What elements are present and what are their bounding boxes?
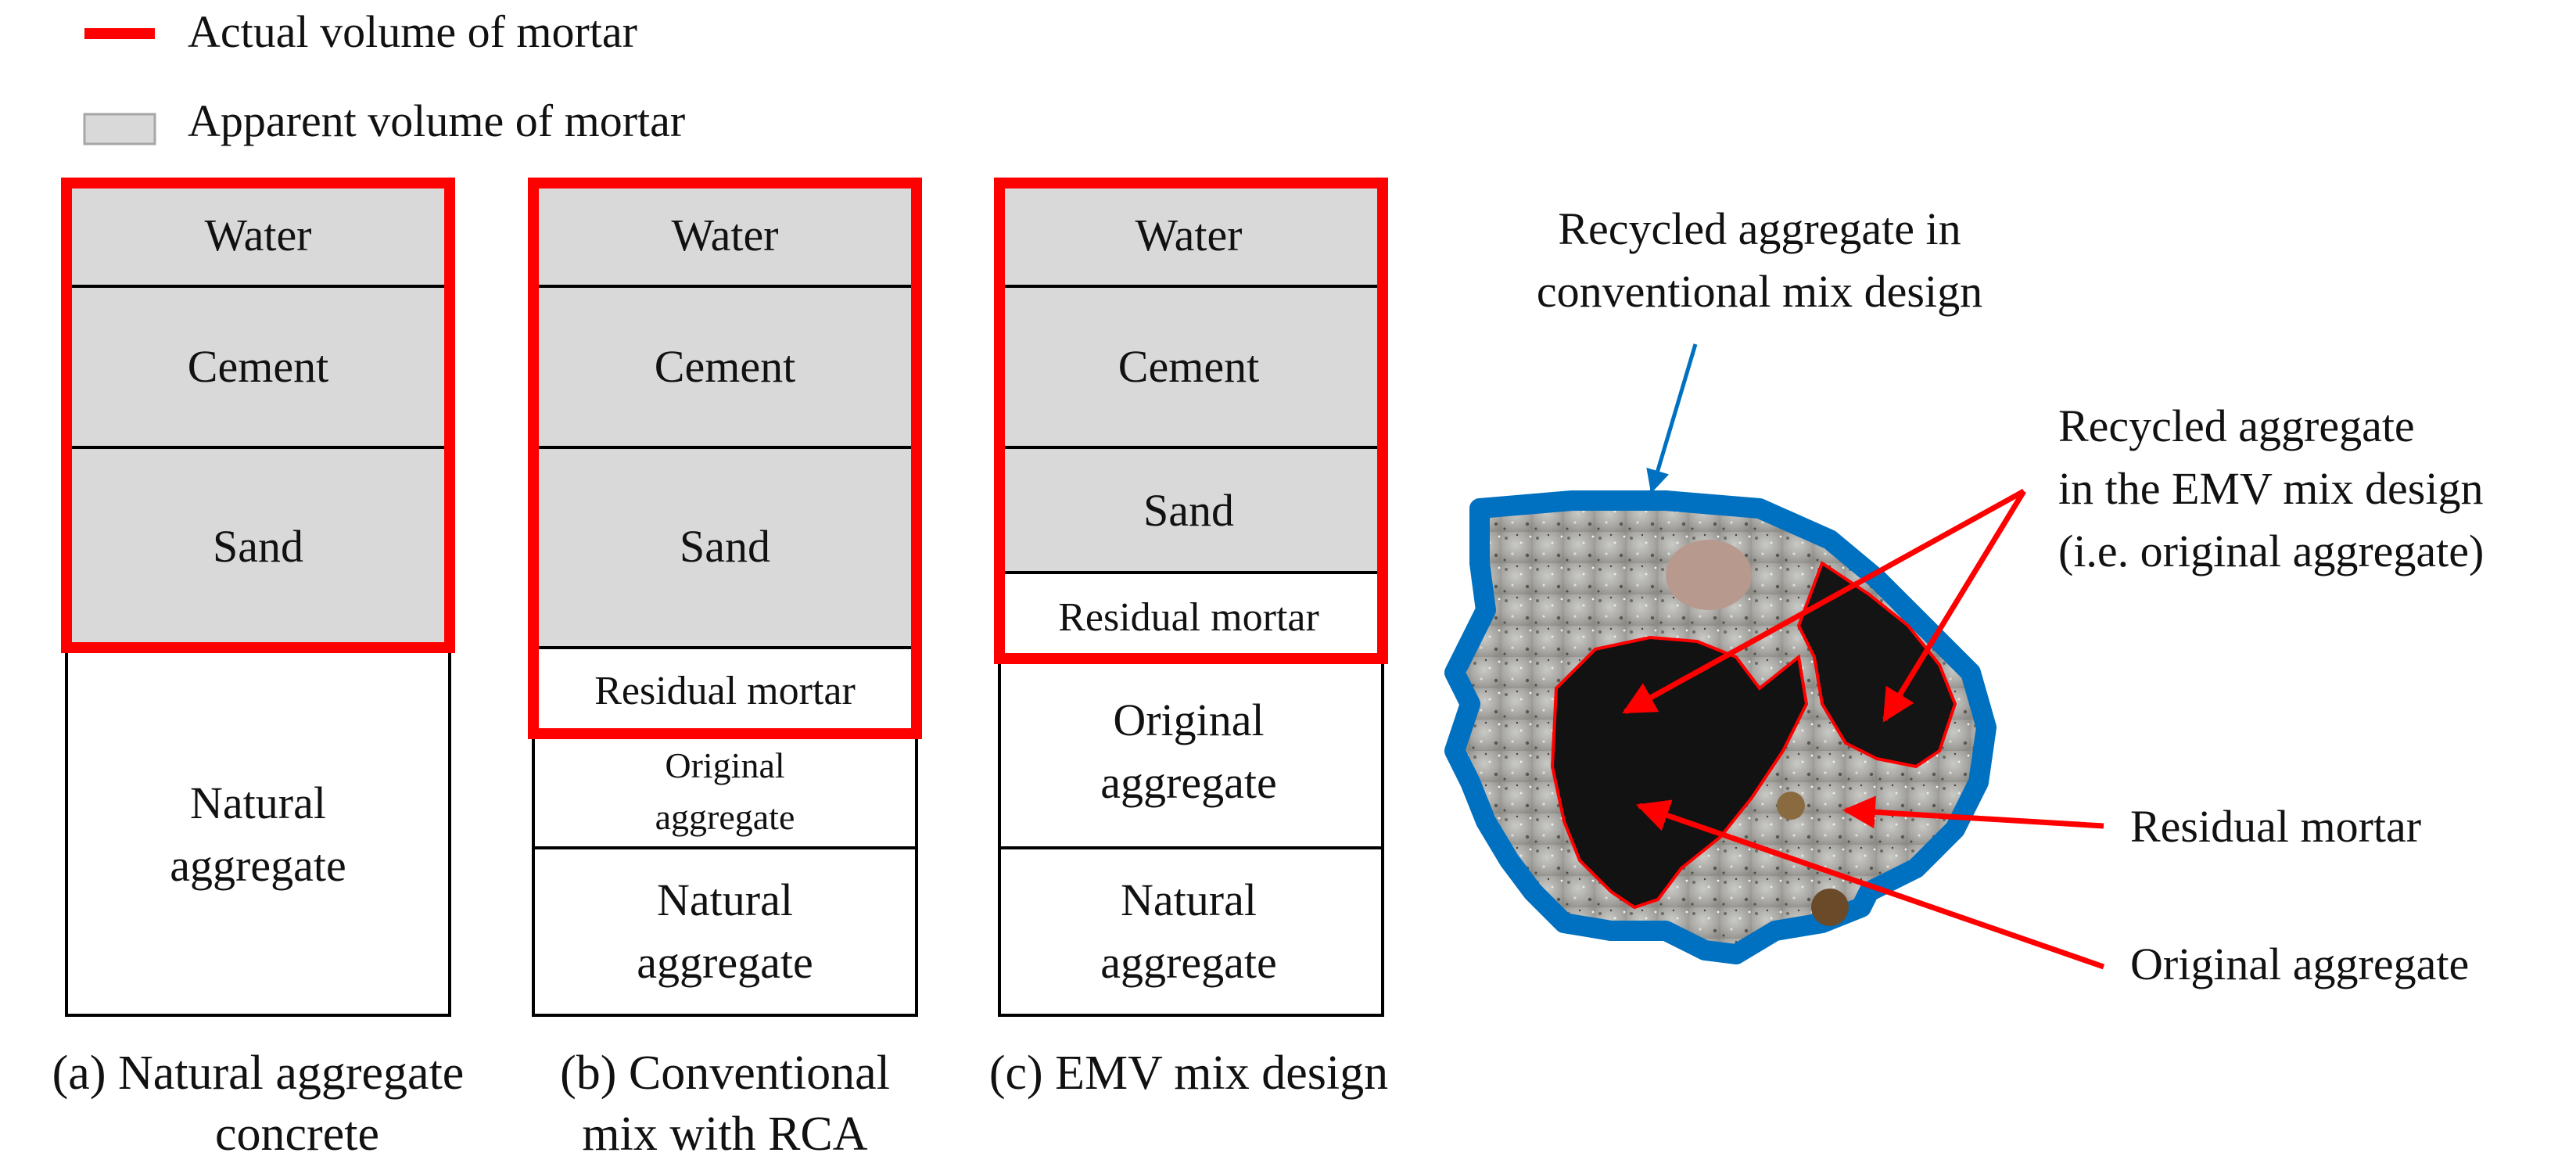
cell-label-cement: Cement [1118,341,1259,392]
arrow-conventional [1646,343,1698,494]
actual-mortar-outline [61,178,455,653]
cell-label-residual: Residual mortar [1058,595,1319,640]
cell-water [65,181,451,288]
caption-b-line-2: mix with RCA [582,1108,867,1161]
cell-label-sand: Sand [680,521,770,572]
cell-sand [65,446,451,649]
legend-apparent-label: Apparent volume of mortar [188,95,685,146]
caption-b-line-1: (b) Conventional [560,1047,890,1100]
cell-label-natural-1: Natural [657,874,793,925]
legend-actual-swatch [84,28,155,39]
cell-label-natural-2: aggregate [170,840,346,891]
label-conventional-2: conventional mix design [1537,266,1982,317]
cell-label-water: Water [204,210,311,260]
cell-label-original-1: Original [665,745,784,785]
cell-natural-aggregate [532,846,918,1017]
label-original-aggregate: Original aggregate [2130,939,2469,989]
cell-label-natural-2: aggregate [637,937,813,988]
label-emv-3: (i.e. original aggregate) [2058,526,2484,576]
arrow-emv-left [1622,488,2025,715]
legend-apparent-swatch [83,113,156,145]
actual-mortar-outline [994,178,1388,664]
label-residual-mortar: Residual mortar [2130,801,2421,852]
column-c: Water Cement Sand Residual mortar Origin… [989,178,1388,1100]
original-aggregate-left [1550,635,1809,910]
label-emv-2: in the EMV mix design [2058,463,2483,514]
legend-actual-label: Actual volume of mortar [188,6,637,57]
cell-label-residual: Residual mortar [594,669,856,713]
cell-residual-mortar [998,571,1384,660]
photo-annotations: Recycled aggregate in conventional mix d… [1537,203,2484,989]
arrow-emv-right [1882,490,2026,723]
cell-original-aggregate [532,732,918,849]
cell-original-aggregate [998,657,1384,849]
caption-a-line-2: concrete [215,1108,379,1161]
arrows [1622,343,2105,970]
cell-label-water: Water [1135,210,1242,260]
tan-stone [1666,540,1752,610]
caption-a-line-1: (a) Natural aggregate [52,1047,465,1100]
actual-mortar-outline [528,178,922,739]
recycled-aggregate-illustration [1444,490,1997,964]
cell-label-water: Water [671,210,778,260]
cell-label-cement: Cement [655,341,795,392]
cell-label-natural-1: Natural [190,777,326,828]
cell-label-natural-1: Natural [1121,874,1257,925]
legend: Actual volume of mortar Apparent volume … [83,6,685,146]
cell-label-original-2: aggregate [1100,757,1276,808]
cell-label-sand: Sand [1143,485,1234,536]
column-b: Water Cement Sand Residual mortar Origin… [528,178,922,1161]
cell-natural-aggregate [65,646,451,1017]
label-conventional-1: Recycled aggregate in [1558,203,1961,254]
cell-cement [65,285,451,449]
cell-label-cement: Cement [188,341,328,392]
column-a: Water Cement Sand Natural aggregate (a) … [52,178,465,1161]
cell-natural-aggregate [998,846,1384,1017]
cell-label-original-2: aggregate [655,797,795,837]
original-aggregate-right [1796,560,1957,769]
pebble [1777,792,1805,820]
arrow-original-aggregate [1636,799,2105,970]
pebble [1811,889,1849,926]
cell-label-natural-2: aggregate [1100,937,1276,988]
label-emv-1: Recycled aggregate [2058,400,2415,451]
cell-label-sand: Sand [213,521,303,572]
arrow-residual-mortar [1842,795,2104,829]
cell-label-original-1: Original [1113,695,1264,745]
caption-c-line-1: (c) EMV mix design [989,1047,1388,1100]
